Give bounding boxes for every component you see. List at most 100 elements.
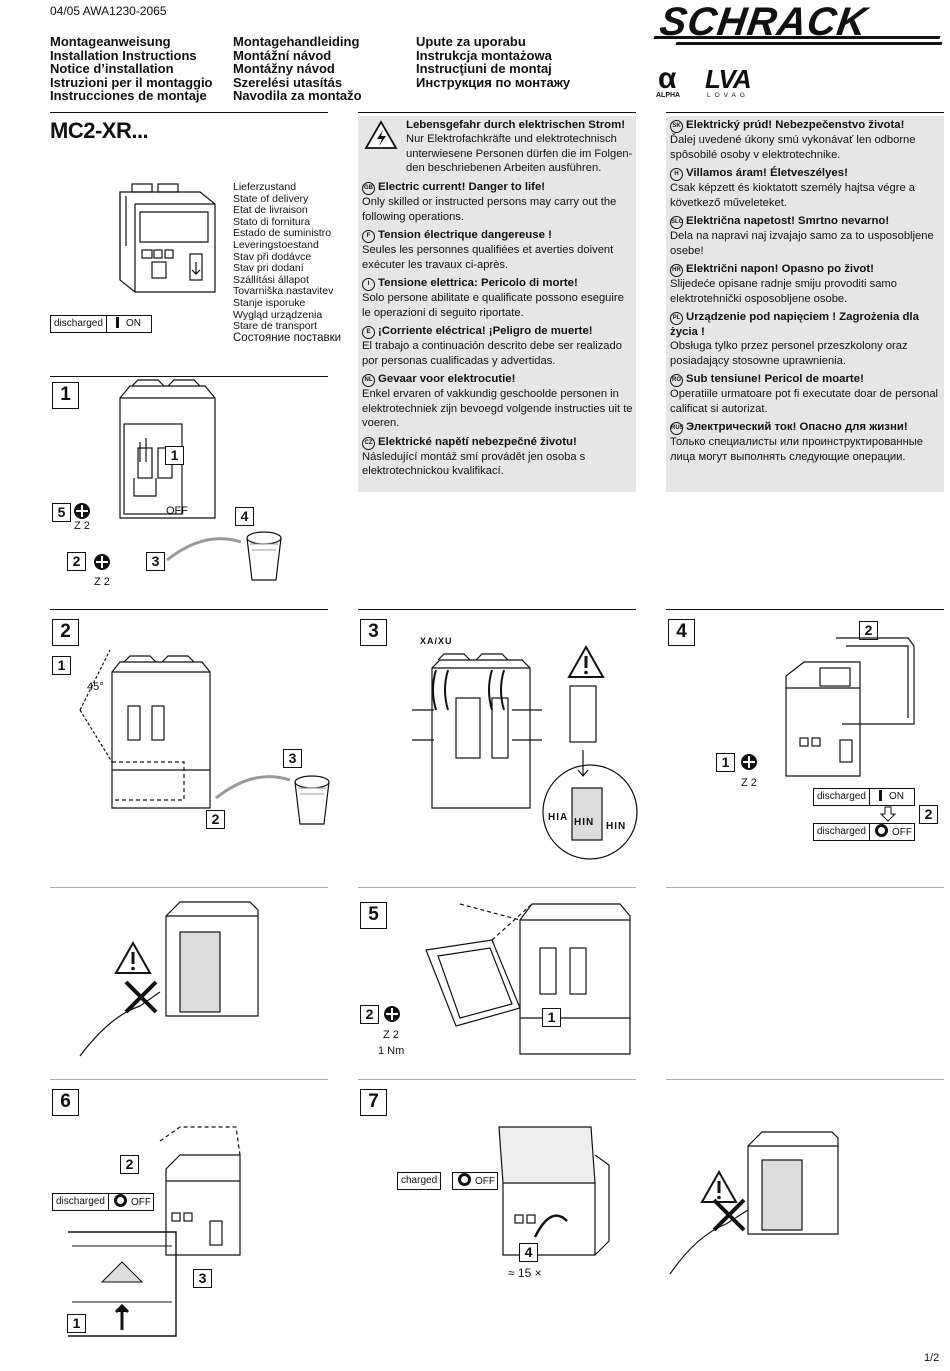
on-indicator: ON	[106, 315, 152, 333]
angle-label: 45°	[87, 681, 104, 693]
divider	[358, 887, 636, 888]
waste-bin-icon	[246, 531, 282, 581]
on-indicator: ON	[869, 788, 915, 806]
delivery-line: Etat de livraison	[233, 204, 308, 217]
delivery-line: Lieferzustand	[233, 181, 297, 193]
warning-item: E¡Corriente eléctrica! ¡Peligro de muert…	[362, 325, 622, 367]
title-block-1: Montageanweisung Installation Instructio…	[50, 35, 213, 103]
repeat-label: ≈ 15 ×	[508, 1266, 542, 1280]
brand-name: SCHRACK	[656, 0, 871, 44]
divider	[358, 1079, 636, 1080]
do-not-touch-drawing	[79, 901, 259, 1057]
warning-triangle-icon	[700, 1169, 738, 1203]
divider	[358, 609, 636, 611]
callout-5: 5	[52, 503, 71, 522]
title-line: Upute za uporabu	[416, 34, 526, 49]
xaxu-label: XA/XU	[420, 636, 453, 646]
callout-3: 3	[283, 749, 302, 768]
title-block-3: Upute za uporabu Instrukcja montażowa In…	[416, 35, 570, 89]
z2-label: Z 2	[74, 520, 90, 532]
warning-triangle-icon	[567, 644, 605, 678]
divider	[666, 112, 944, 114]
doc-code: 04/05 AWA1230-2065	[50, 4, 167, 18]
divider	[50, 112, 328, 114]
title-line: Szerelési utasítás	[233, 74, 343, 90]
down-arrow-icon	[879, 806, 897, 822]
delivery-line: State of delivery	[233, 192, 309, 205]
divider	[666, 1079, 944, 1080]
high-voltage-warning-icon	[364, 120, 398, 149]
delivery-line: Tovarniška nastavitev	[233, 285, 334, 298]
warning-triangle-icon	[114, 940, 152, 974]
z2-label: Z 2	[94, 576, 110, 588]
title-line: Montážny návod	[233, 61, 335, 76]
delivery-line: Stato di fornitura	[233, 215, 311, 228]
title-line: Montagehandleiding	[233, 34, 360, 49]
screwdriver-icon	[74, 503, 90, 519]
delivery-line: Состояние поставки	[233, 331, 342, 344]
do-not-touch-drawing	[669, 1131, 839, 1275]
divider	[666, 609, 944, 611]
charged-indicator: charged	[397, 1172, 442, 1190]
callout-3: 3	[193, 1269, 212, 1288]
step-3-number: 3	[360, 619, 387, 646]
waste-bin-icon	[294, 775, 330, 825]
callout-1: 1	[67, 1314, 86, 1333]
step-6-drawing	[159, 1126, 241, 1256]
title-line: Navodila za montažo	[233, 88, 362, 103]
auxiliary-contact-drawing	[542, 685, 638, 860]
warning-heading-de: Lebensgefahr durch elektrischen Strom!	[406, 119, 626, 131]
discharged-indicator: discharged	[813, 823, 870, 841]
schrack-logo: SCHRACK	[653, 0, 944, 46]
callout-2: 2	[919, 805, 938, 824]
callout-2: 2	[67, 552, 86, 571]
discard-arrow	[215, 775, 291, 800]
divider	[50, 1079, 328, 1080]
screwdriver-icon	[741, 754, 757, 770]
warning-text-de: Nur Elektrofachkräfte und elektrotechnis…	[406, 133, 633, 174]
alpha-logo: α ALPHA	[656, 62, 681, 100]
callout-2: 2	[859, 621, 878, 640]
off-label: OFF	[166, 505, 188, 517]
divider	[50, 376, 328, 378]
step-5-number: 5	[360, 902, 387, 929]
callout-1: 1	[165, 446, 184, 465]
step-4-drawing	[785, 637, 915, 777]
delivery-line: Stanje isporuke	[233, 296, 306, 309]
title-line: Montageanweisung	[50, 34, 171, 49]
delivery-line: Estado de suministro	[233, 227, 332, 240]
divider	[358, 112, 636, 114]
callout-1: 1	[52, 656, 71, 675]
step-7-drawing	[498, 1126, 610, 1256]
title-line: Notice d’installation	[50, 61, 174, 76]
hin-label: HIN	[606, 821, 627, 832]
off-indicator: OFF	[869, 823, 915, 841]
screwdriver-icon	[94, 554, 110, 570]
discharged-indicator: discharged	[52, 1193, 109, 1211]
title-line: Montážní návod	[233, 47, 332, 63]
step-1-number: 1	[52, 382, 79, 409]
delivery-line: Leveringstoestand	[233, 238, 319, 251]
discharged-indicator: discharged	[50, 315, 107, 333]
discard-arrow	[166, 537, 242, 562]
step-2-drawing	[79, 649, 211, 809]
discharged-indicator: discharged	[813, 788, 870, 806]
step-7-number: 7	[360, 1089, 387, 1116]
lovag-logo: LVA LOVAG	[705, 64, 752, 99]
step-5-drawing	[425, 903, 631, 1055]
callout-1: 1	[716, 753, 735, 772]
title-line: Instrucciones de montaje	[50, 88, 207, 103]
title-line: Instrukcja montażowa	[416, 47, 552, 63]
